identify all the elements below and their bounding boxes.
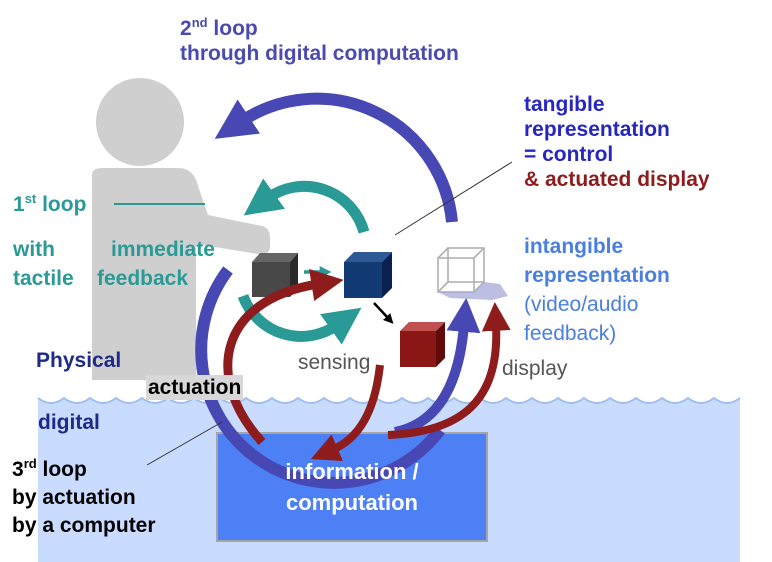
intangible-wire-cube-icon [437, 247, 485, 293]
loop3-word: loop [36, 458, 87, 481]
intangible-label: intangible representation (video/audio f… [524, 232, 670, 348]
projection-shadow [438, 282, 508, 300]
loop2-number: 2 [180, 17, 192, 40]
loop2-label: 2nd loop through digital computation [180, 16, 459, 66]
loop3-ordinal: rd [23, 456, 37, 471]
loop1-feedback: feedback [97, 267, 189, 290]
loop1-title: 1st loop [13, 192, 86, 217]
tangible-leader-line [394, 161, 513, 236]
loop2-large-arrow [214, 92, 458, 223]
loop1-with: with [13, 238, 55, 261]
loop3-leader-line [146, 421, 223, 466]
wave-icon [37, 396, 741, 404]
sensing-label: sensing [298, 351, 371, 374]
actuation-label: actuation [146, 375, 244, 400]
info-box-line2: computation [286, 490, 418, 515]
tangible-line4: & actuated display [524, 168, 710, 191]
loop2-word: loop [207, 17, 258, 40]
loop2-ordinal: nd [191, 15, 208, 30]
tangible-line3: = control [524, 143, 614, 166]
tangible-line2: representation [524, 118, 670, 141]
actuated-red-cube-icon [400, 322, 445, 367]
intangible-line4: feedback) [524, 322, 617, 345]
person-silhouette-icon [92, 78, 270, 380]
loop3-number: 3 [12, 458, 24, 481]
loop1-upper-arrow [243, 178, 370, 234]
loop1-word: loop [36, 193, 87, 216]
loop3-line2: by actuation [12, 486, 136, 509]
loop3-output-arrow [310, 364, 384, 461]
loop3-display-arrow [387, 301, 511, 439]
loop1-number: 1 [13, 193, 25, 216]
black-cube-arrow [373, 302, 394, 324]
tangible-blue-cube-icon [344, 252, 392, 298]
loop2-lower-arc [195, 266, 445, 489]
loop3-line1: 3rd loop [12, 456, 156, 484]
intangible-line2: representation [524, 264, 670, 287]
physical-layer-label: Physical [36, 349, 122, 372]
info-box-label: information / computation [217, 456, 487, 518]
loop2-display-arrow [393, 297, 481, 437]
loop1-tactile: tactile [13, 267, 74, 290]
tangible-label: tangible representation = control & actu… [524, 92, 710, 192]
loop2-line2: through digital computation [180, 42, 459, 65]
loop1-lower-arrow [237, 293, 362, 345]
loop3-label: 3rd loop by actuation by a computer [12, 456, 156, 540]
loop1-ordinal: st [24, 191, 37, 206]
loop3-actuation-arrow [223, 269, 344, 446]
intangible-line3: (video/audio [524, 293, 639, 316]
loop2-line1: 2nd loop [180, 16, 459, 41]
loop3-line3: by a computer [12, 514, 156, 537]
digital-layer-label: digital [38, 411, 100, 434]
tangible-line1: tangible [524, 93, 605, 116]
display-label: display [502, 357, 568, 380]
loop1-immediate: immediate [111, 238, 215, 261]
intangible-line1: intangible [524, 235, 624, 258]
info-box-line1: information / [285, 459, 419, 484]
